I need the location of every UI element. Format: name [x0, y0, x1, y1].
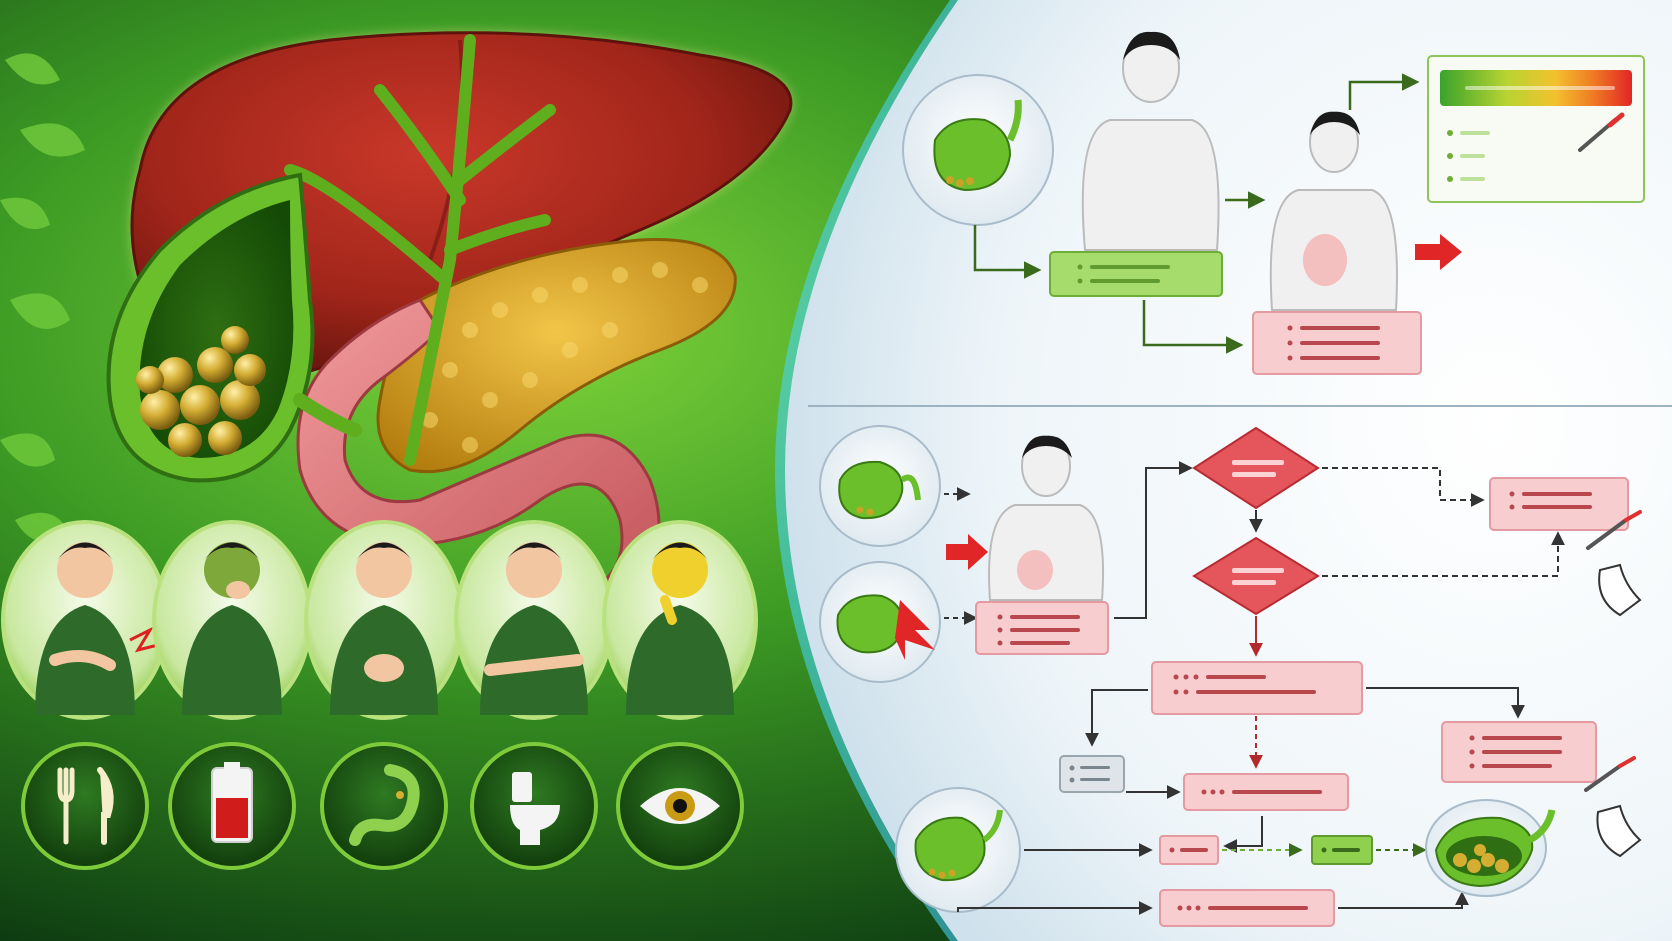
gallbladder-open	[1425, 799, 1556, 897]
scalpel-hand-2	[1584, 756, 1642, 858]
gallbladder-bubble-top	[902, 74, 1054, 226]
red-arrow-bottom	[946, 534, 988, 570]
gallbladder-bubble-2	[819, 425, 941, 547]
symptom-bubbles	[1, 520, 758, 720]
symptom-abdominal-pain	[1, 520, 169, 720]
symptom-bloating	[304, 520, 464, 720]
leaf-decorations	[0, 53, 85, 543]
bile-ducts	[284, 34, 556, 466]
gallstones	[136, 326, 266, 457]
scalpel-hand-1	[1586, 510, 1642, 617]
severity-scale-card	[1427, 55, 1645, 203]
top-flow	[902, 31, 1645, 375]
gallbladder-bubble-4	[895, 787, 1021, 913]
grey-info-card	[1059, 755, 1125, 793]
toilet-icon	[470, 742, 598, 870]
symptom-jaundice	[602, 520, 758, 720]
person-figure-2	[1269, 111, 1398, 311]
red-result-box-3	[1489, 477, 1629, 531]
decision-diamond-1	[1192, 426, 1320, 510]
symptom-icons	[21, 742, 744, 870]
person-figure-3	[988, 435, 1105, 601]
eye-icon	[616, 742, 744, 870]
stomach-icon	[320, 742, 448, 870]
bottom-flow	[819, 425, 1642, 927]
battery-low-icon	[168, 742, 296, 870]
symptom-nausea	[152, 520, 312, 720]
fork-knife-icon	[21, 742, 149, 870]
person-figure-1	[1081, 31, 1220, 251]
pancreas	[376, 237, 737, 474]
symptom-chills	[454, 520, 614, 720]
green-result-box-1	[1049, 251, 1223, 297]
gallbladder-bubble-3	[819, 561, 941, 683]
red-process-box-1	[1151, 661, 1363, 715]
red-arrow-top	[1415, 234, 1462, 270]
decision-diamond-2	[1192, 536, 1320, 616]
